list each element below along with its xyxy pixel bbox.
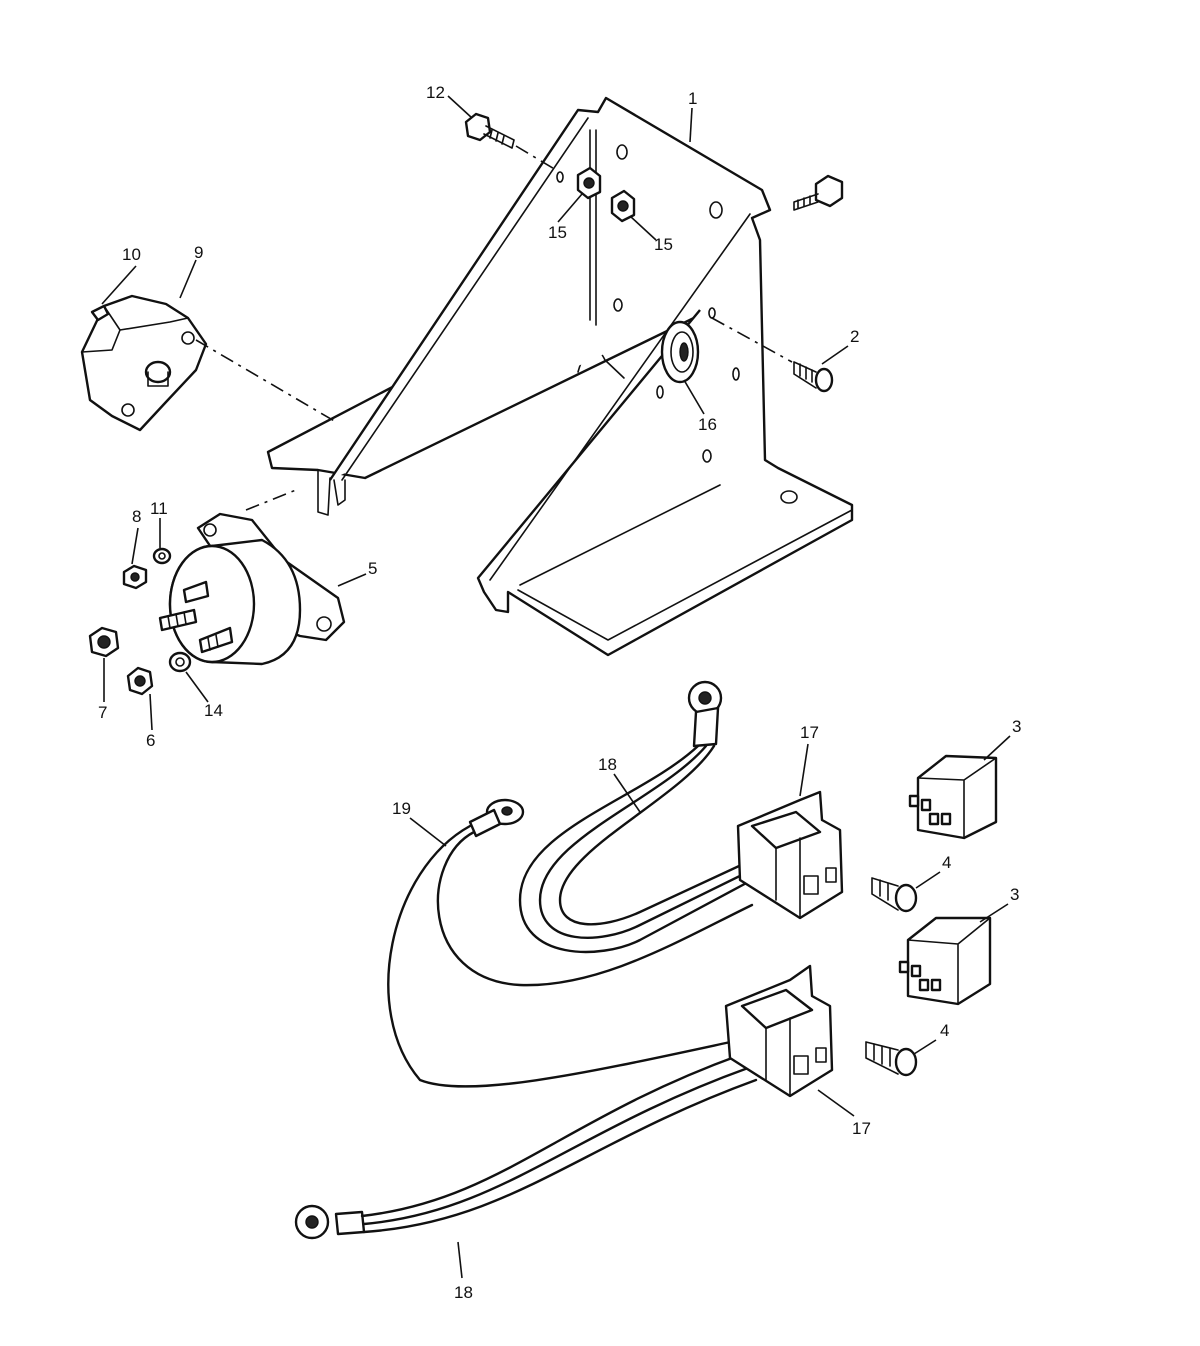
washer-14: [168, 651, 192, 673]
callout-17b: 17: [852, 1119, 871, 1138]
nut-8: [122, 564, 148, 590]
relay-3-lower: [898, 916, 992, 1006]
mounting-bracket: [266, 96, 854, 657]
nut-15b: [610, 189, 636, 223]
switch-9: [80, 294, 337, 432]
callout-18a: 18: [598, 755, 617, 774]
screw-12: [464, 112, 557, 171]
callout-4b: 4: [940, 1021, 949, 1040]
screw-4-upper: [871, 877, 918, 913]
callout-18b: 18: [454, 1283, 473, 1302]
callout-12: 12: [426, 83, 445, 102]
grommet: [660, 320, 700, 384]
washer-11: [152, 547, 172, 565]
callout-2: 2: [850, 327, 859, 346]
callout-15b: 15: [654, 235, 673, 254]
relay-3-upper: [908, 754, 998, 840]
callout-3b: 3: [1010, 885, 1019, 904]
callout-4a: 4: [942, 853, 951, 872]
callout-8: 8: [132, 507, 141, 526]
callout-11: 11: [150, 499, 168, 518]
callout-15a: 15: [548, 223, 567, 242]
nut-15a: [576, 166, 602, 200]
callout-10: 10: [122, 245, 141, 264]
callout-5: 5: [368, 559, 377, 578]
solenoid-5: [158, 489, 346, 666]
harness-18-upper: [518, 680, 754, 954]
screw-2: [711, 317, 834, 393]
callout-1: 1: [688, 89, 697, 108]
callout-19: 19: [392, 799, 411, 818]
bolt-upper-right: [793, 174, 844, 211]
callout-6: 6: [146, 731, 155, 750]
callout-17a: 17: [800, 723, 819, 742]
screw-4-lower: [865, 1041, 918, 1077]
callout-9: 9: [194, 243, 203, 262]
harness-18-lower: [294, 1053, 758, 1240]
bracket-back-plate: [329, 96, 854, 657]
callout-14: 14: [204, 701, 223, 720]
callout-7: 7: [98, 703, 107, 722]
relay-socket-17-upper: [736, 790, 844, 920]
leader-lines: [101, 95, 1011, 1279]
nut-7: [88, 626, 120, 658]
callout-3a: 3: [1012, 717, 1021, 736]
callout-labels: 1 2 3 3 4 4 5 6 7 8 9 10 11 12 14 15 15 …: [98, 83, 1021, 1302]
nut-6: [126, 666, 154, 696]
relay-socket-17-lower: [724, 964, 834, 1098]
callout-16: 16: [698, 415, 717, 434]
harness-19: [387, 798, 754, 1088]
